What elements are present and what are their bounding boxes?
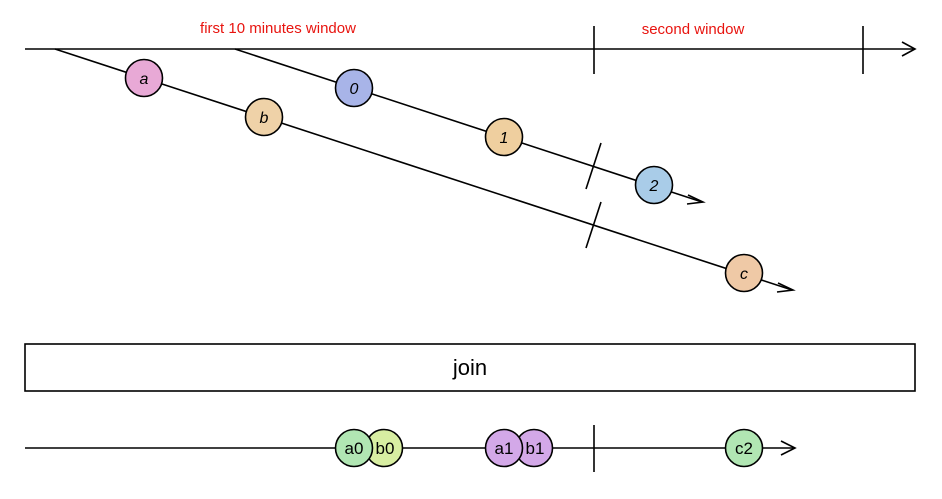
stream-numbers-line	[234, 48, 703, 203]
marble-b: b	[244, 97, 284, 137]
marble-a0-label: a0	[345, 439, 364, 458]
source-stream-numbers: 0 1 2	[234, 48, 706, 205]
marble-1-circle	[484, 117, 524, 157]
stream-letters-line	[54, 48, 793, 291]
marble-0-label: 0	[350, 81, 359, 98]
stream-letters-window-cut	[585, 201, 602, 249]
marble-b-circle	[244, 97, 284, 137]
marble-b-label: b	[260, 110, 269, 127]
marble-2-label: 2	[649, 178, 659, 195]
stream-letters-arrowhead	[776, 282, 796, 293]
join-operator: join	[24, 343, 916, 392]
second-window-label: second window	[642, 21, 745, 38]
marble-a0-circle	[334, 428, 374, 468]
output-stream-arrowhead	[780, 440, 797, 456]
marble-a0: a0	[334, 428, 374, 468]
marble-c: c	[724, 253, 764, 293]
marble-a-label: a	[140, 71, 149, 88]
marble-b1-label: b1	[526, 439, 545, 458]
marble-2-circle	[634, 165, 674, 205]
marble-1-label: 1	[500, 130, 509, 147]
marble-a1: a1	[484, 428, 524, 468]
marble-c-label: c	[740, 266, 748, 283]
marble-c2: c2	[724, 428, 764, 468]
marble-a1-circle	[484, 428, 524, 468]
marble-1: 1	[484, 117, 524, 157]
marble-a: a	[124, 58, 164, 98]
time-axis: first 10 minutes window second window	[25, 20, 917, 74]
marble-c2-label: c2	[735, 439, 753, 458]
marble-a-circle	[124, 58, 164, 98]
marble-b0-label: b0	[376, 439, 395, 458]
stream-numbers-arrowhead	[686, 194, 706, 205]
marble-c2-circle	[724, 428, 764, 468]
marble-b1: b1	[514, 428, 554, 468]
marble-2: 2	[634, 165, 674, 205]
stream-numbers-window-cut	[585, 142, 602, 190]
marble-0: 0	[334, 68, 374, 108]
time-axis-arrowhead	[901, 41, 917, 57]
join-operator-box	[24, 343, 916, 392]
output-stream: b0 a0 b1 a1 c2	[25, 425, 797, 472]
source-stream-letters: a b c	[54, 48, 796, 293]
marble-c-circle	[724, 253, 764, 293]
first-window-label: first 10 minutes window	[200, 20, 356, 37]
marble-a1-label: a1	[495, 439, 514, 458]
join-operator-label: join	[452, 355, 487, 380]
marble-0-circle	[334, 68, 374, 108]
